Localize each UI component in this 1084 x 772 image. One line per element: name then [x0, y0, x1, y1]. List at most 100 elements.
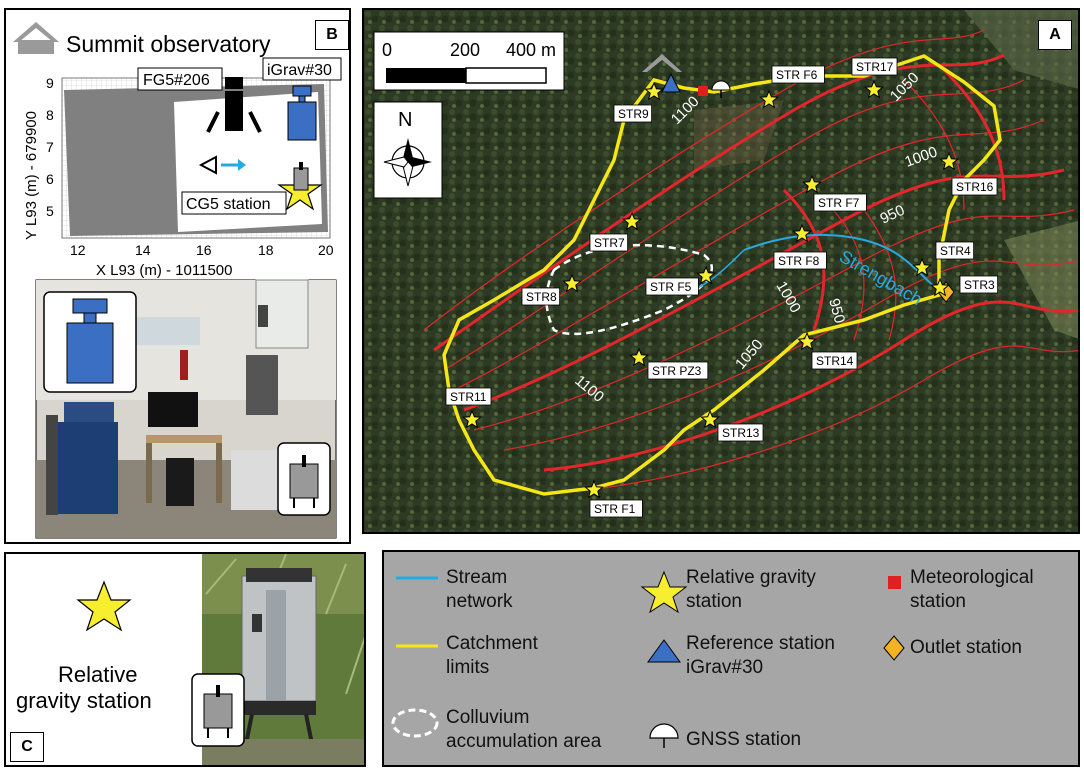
legend-relative-label: Relative gravity station	[686, 567, 816, 612]
station-star-icon	[802, 174, 822, 194]
station-star-icon	[700, 409, 720, 429]
fg5-gravimeter-icon	[206, 77, 262, 133]
station-label: STR16	[956, 180, 994, 194]
station-label-box	[645, 277, 699, 296]
contour-line	[503, 260, 1078, 451]
direction-marker-icon	[198, 155, 246, 175]
panel-b-graphic: Summit observatory FG5#206 iGrav#30	[13, 22, 342, 539]
house-icon	[13, 22, 59, 54]
station-label-box	[589, 499, 643, 518]
station-label: STR F5	[650, 280, 692, 294]
station-star-icon	[792, 223, 812, 243]
station-star-icon	[930, 277, 950, 297]
cg5-station-icon	[277, 162, 323, 211]
station-star-icon	[912, 257, 932, 277]
station-label-box	[717, 423, 764, 442]
legend-reference-icon	[647, 639, 681, 663]
gnss-station-icon	[711, 80, 731, 91]
cg5-label: CG5 station	[186, 196, 270, 213]
station-label-box	[935, 241, 974, 260]
station-label-box	[773, 251, 827, 270]
station-star-icon	[644, 81, 664, 101]
station-star-icon	[562, 273, 582, 293]
colluvium-area	[545, 243, 713, 336]
y-axis-label: Y L93 (m) - 679900	[23, 111, 40, 240]
station-label: STR F8	[778, 254, 820, 268]
legend-reference-label: Reference station iGrav#30	[686, 633, 835, 678]
station-star-icon	[797, 331, 817, 351]
x-tick: 16	[196, 242, 212, 258]
contour-line	[583, 345, 1078, 491]
station-label-box	[771, 65, 825, 84]
station-label-box	[647, 361, 709, 380]
legend-symbols	[391, 570, 905, 748]
x-axis-label: X L93 (m) - 1011500	[96, 262, 232, 279]
legend-catchment-label: Catchment limits	[446, 633, 538, 678]
north-label: N	[398, 109, 412, 131]
panel-a-label: A	[1038, 20, 1072, 50]
panel-c-graphic: Relative gravity station	[16, 554, 364, 765]
y-ticks: 9 8 7 6 5	[46, 75, 54, 219]
station-label: STR14	[816, 354, 854, 368]
scale-label: 0	[382, 40, 392, 60]
panel-a-map: 0 200 400 m N 1100 1050 1000 950 1000 95…	[362, 8, 1080, 534]
station-label-box	[589, 233, 628, 252]
station-label: STR F1	[594, 502, 636, 516]
station-label-box	[851, 57, 898, 76]
clearing	[1004, 221, 1078, 339]
legend: Stream network Catchment limits Colluviu…	[382, 550, 1080, 767]
panel-b-title: Summit observatory	[66, 31, 271, 57]
y-tick: 5	[46, 203, 54, 219]
contour-line	[423, 29, 985, 331]
legend-stream-label: Stream network	[446, 567, 513, 612]
station-star-icon	[462, 409, 482, 429]
contour-label: 950	[825, 297, 848, 326]
panel-b-label: B	[315, 20, 349, 50]
panel-b: Summit observatory FG5#206 iGrav#30	[4, 8, 351, 544]
stream-network	[693, 249, 745, 291]
contour-line	[453, 119, 1045, 391]
x-ticks: 12 14 16 18 20	[70, 242, 334, 258]
contour-lines	[423, 29, 1078, 491]
reference-station-icon	[661, 72, 681, 93]
station-label: STR3	[964, 278, 995, 292]
legend-outlet-icon	[883, 635, 905, 661]
contour-line	[473, 209, 1075, 431]
station-label-box	[959, 275, 998, 294]
contour-line	[543, 300, 1078, 472]
legend-gnss-label: GNSS station	[686, 729, 802, 750]
panel-c-label-line2: gravity station	[16, 688, 152, 713]
igrav-gravimeter-icon	[287, 85, 317, 141]
station-label-box	[811, 351, 858, 370]
station-star-icon	[864, 79, 884, 99]
station-star-icon	[584, 479, 604, 499]
relative-gravity-star-icon	[76, 580, 132, 632]
station-label-box	[613, 104, 652, 123]
legend-meteo-icon	[888, 576, 901, 589]
station-label: STR4	[940, 244, 971, 258]
station-label-box	[521, 287, 560, 306]
station-label: STR PZ3	[652, 364, 702, 378]
contour-line	[863, 209, 897, 341]
meteorological-station-icon	[698, 86, 708, 96]
station-label: STR17	[856, 60, 894, 74]
scale-label: 200	[450, 40, 480, 60]
x-tick: 20	[318, 242, 334, 258]
map-graphic: 0 200 400 m N 1100 1050 1000 950 1000 95…	[364, 10, 1078, 532]
station-star-icon	[759, 89, 779, 109]
panel-c: Relative gravity station C	[4, 552, 366, 767]
station-star-icon	[629, 347, 649, 367]
scale-label: 400 m	[506, 40, 556, 60]
summit-observatory-symbols	[642, 54, 731, 98]
stream-network	[743, 233, 950, 301]
station-star-icon	[622, 211, 642, 231]
x-tick: 12	[70, 242, 86, 258]
station-label-box	[813, 193, 867, 212]
station-label: STR11	[450, 390, 487, 404]
legend-outlet-label: Outlet station	[910, 637, 1022, 658]
panel-c-label-line1: Relative	[58, 662, 137, 687]
station-label-box	[951, 177, 998, 196]
station-star-icon	[939, 151, 959, 171]
contour-line	[942, 68, 1006, 201]
